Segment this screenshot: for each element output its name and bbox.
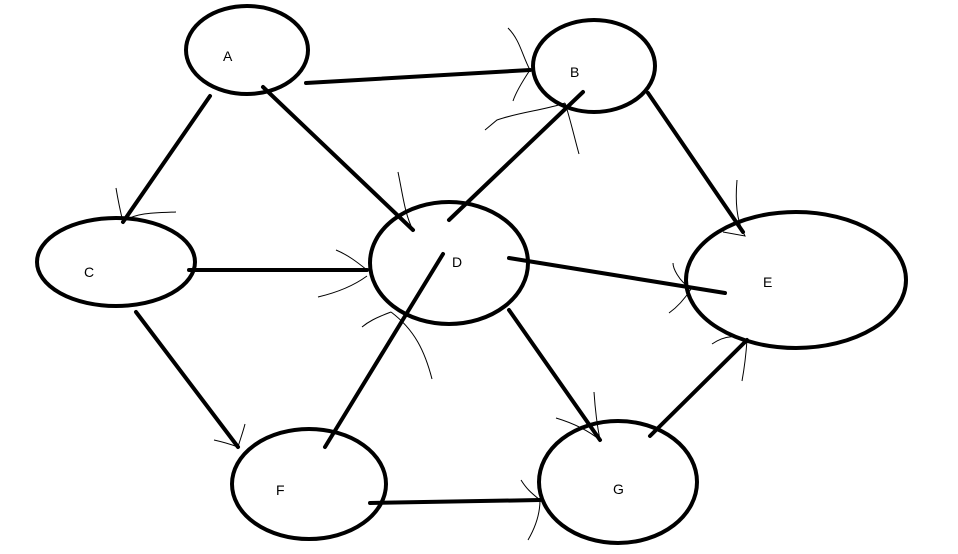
arrowhead-e-3 (672, 262, 692, 290)
edge-d-b (447, 90, 585, 222)
arrowhead-d-5 (390, 311, 433, 380)
arrowhead-e-4 (668, 288, 692, 314)
node-f-label: F (276, 482, 285, 498)
node-g: G (537, 419, 699, 545)
node-a-ellipse (184, 4, 310, 96)
arrowhead-g-2 (593, 391, 601, 441)
arrowhead-d-1 (397, 171, 414, 231)
arrowhead-e-6 (741, 339, 748, 382)
edge-a-b (304, 68, 532, 85)
node-e-label: E (763, 274, 772, 290)
node-c-ellipse (35, 216, 197, 308)
node-a-label: A (223, 48, 233, 64)
edge-g-e (648, 338, 749, 438)
arrowhead-b-1 (507, 27, 531, 71)
arrowhead-f-2 (237, 423, 246, 448)
arrowhead-d-2 (335, 249, 368, 271)
arrowhead-b-3 (484, 102, 566, 131)
edge-f-g (368, 498, 542, 505)
edge-c-f (134, 310, 240, 449)
arrowhead-c-1 (122, 211, 177, 223)
edge-f-d (323, 252, 445, 449)
node-b-label: B (570, 64, 579, 80)
arrowhead-b-2 (512, 69, 531, 102)
arrowhead-g-4 (527, 499, 541, 541)
arrowhead-e-5 (711, 336, 748, 345)
arrowhead-g-1 (555, 417, 601, 441)
edge-d-g (507, 308, 602, 442)
edge-a-c (121, 94, 212, 224)
arrowhead-d-4 (361, 311, 392, 328)
arrowhead-e-2 (722, 231, 746, 237)
node-g-label: G (613, 481, 624, 497)
arrowhead-marks (115, 27, 748, 541)
arrowhead-c-2 (115, 187, 124, 223)
arrowhead-g-3 (520, 479, 541, 501)
node-f-ellipse (230, 427, 388, 541)
node-b-ellipse (531, 18, 657, 114)
arrowhead-b-4 (564, 102, 580, 155)
arrowhead-d-3 (317, 275, 368, 298)
node-c-label: C (84, 264, 94, 280)
arrowhead-f-1 (213, 439, 239, 448)
node-g-ellipse (537, 419, 699, 545)
edge-a-d (261, 85, 415, 232)
node-d-label: D (452, 254, 462, 270)
node-b: B (531, 18, 657, 114)
arrowhead-e-1 (735, 179, 744, 233)
node-e-ellipse (684, 210, 908, 350)
node-f: F (230, 427, 388, 541)
node-c: C (35, 216, 197, 308)
node-e: E (684, 210, 908, 350)
edge-b-e (646, 91, 745, 234)
node-a: A (184, 4, 310, 96)
